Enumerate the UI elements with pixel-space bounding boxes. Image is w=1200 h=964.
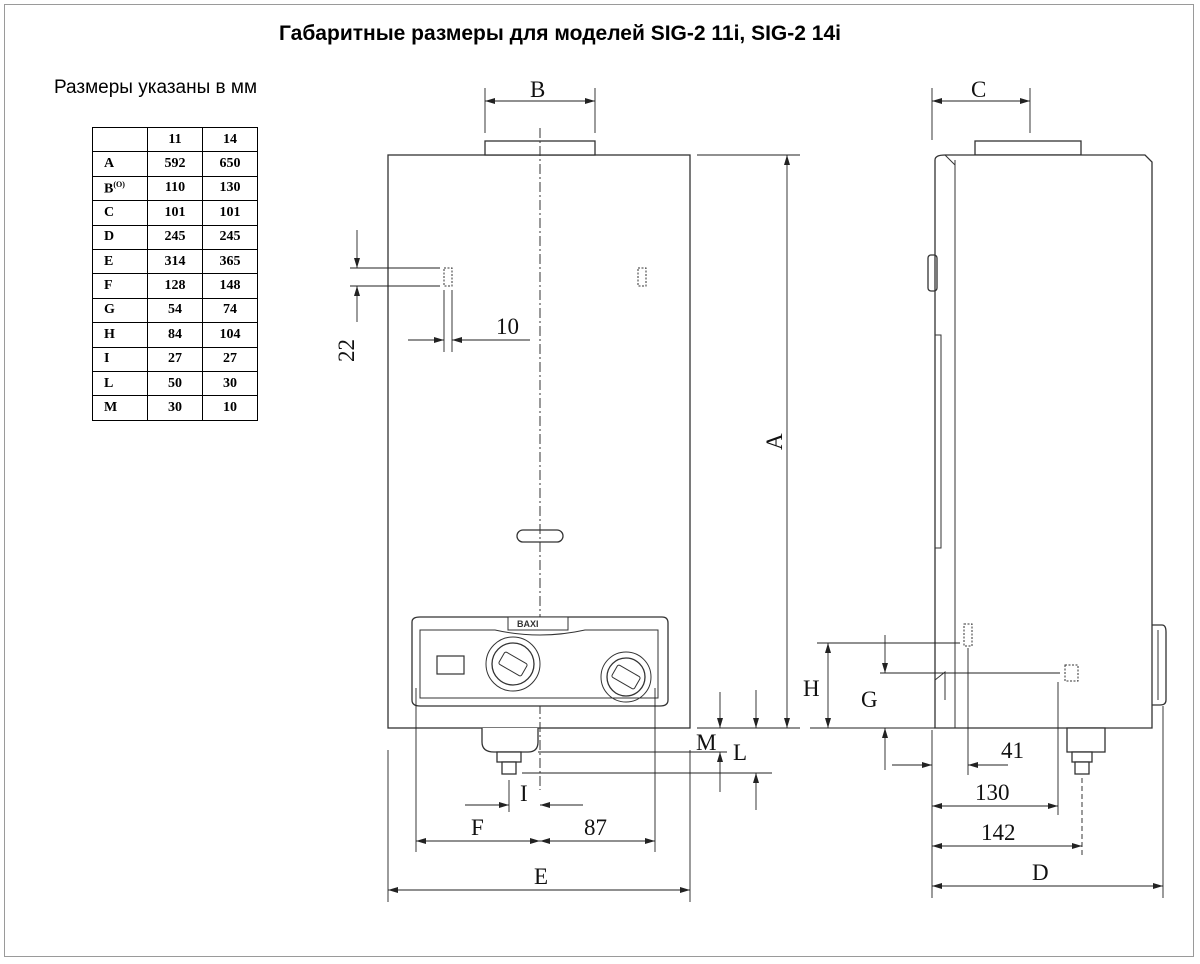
dim-label-e: E bbox=[534, 864, 548, 889]
side-body-outline bbox=[934, 154, 1153, 729]
brand-logo: BAXI bbox=[517, 619, 539, 629]
water-inlet-nut bbox=[496, 751, 522, 763]
left-knob-grip bbox=[498, 651, 528, 677]
front-view bbox=[387, 128, 691, 790]
row-key-superscript: (O) bbox=[113, 179, 125, 189]
value-cell: 104 bbox=[202, 322, 258, 348]
dim-label-a: A bbox=[762, 433, 787, 450]
side-flue-collar bbox=[974, 140, 1082, 156]
value-cell: 27 bbox=[202, 346, 258, 372]
value-cell: 314 bbox=[147, 248, 203, 275]
side-slot-upper bbox=[963, 623, 973, 647]
value-cell: 30 bbox=[202, 370, 258, 397]
value-cell: 84 bbox=[147, 322, 203, 348]
dim-label-h: H bbox=[803, 676, 820, 701]
side-knob-protrusion bbox=[1152, 624, 1167, 706]
dim-label-f: F bbox=[471, 815, 484, 840]
side-back-panel bbox=[935, 334, 942, 549]
dim-label-d: D bbox=[1032, 860, 1049, 885]
dim-label-l: L bbox=[733, 740, 747, 765]
units-note: Размеры указаны в мм bbox=[54, 77, 258, 98]
dim-label-41: 41 bbox=[1001, 738, 1024, 763]
side-fitting-body bbox=[1066, 727, 1106, 753]
dim-label-c: C bbox=[971, 77, 986, 102]
dim-label-10: 10 bbox=[496, 314, 519, 339]
side-fitting-pipe bbox=[1074, 761, 1090, 775]
value-cell: 54 bbox=[147, 297, 203, 324]
column-header: 11 bbox=[147, 126, 203, 153]
value-cell: 27 bbox=[147, 346, 203, 372]
dim-label-22: 22 bbox=[334, 339, 359, 362]
value-cell: 30 bbox=[147, 395, 203, 421]
control-panel-inner bbox=[419, 629, 659, 699]
dim-label-m: M bbox=[696, 730, 716, 755]
value-cell: 128 bbox=[147, 273, 203, 299]
value-cell: 110 bbox=[147, 175, 203, 202]
column-header: 14 bbox=[202, 126, 258, 153]
row-key: F bbox=[92, 273, 148, 299]
inspection-window bbox=[516, 529, 564, 543]
row-key: B(O) bbox=[92, 175, 148, 202]
row-key: L bbox=[92, 370, 148, 397]
table-header-row: 11 14 bbox=[92, 126, 258, 153]
display-window bbox=[436, 655, 465, 675]
side-bracket-top bbox=[927, 254, 938, 292]
row-key: E bbox=[92, 248, 148, 275]
value-cell: 101 bbox=[202, 200, 258, 226]
value-cell: 365 bbox=[202, 248, 258, 275]
drawing-frame bbox=[4, 4, 1194, 957]
left-knob bbox=[491, 642, 535, 686]
mounting-slot-left bbox=[443, 267, 453, 287]
dim-label-i: I bbox=[520, 781, 528, 806]
side-slot-lower bbox=[1064, 664, 1079, 682]
brand-plate bbox=[507, 616, 569, 631]
side-fitting-nut bbox=[1071, 751, 1093, 763]
front-view-dimensions bbox=[350, 88, 800, 902]
value-cell: 50 bbox=[147, 370, 203, 397]
value-cell: 10 bbox=[202, 395, 258, 421]
water-inlet-fitting bbox=[481, 728, 539, 753]
dim-label-g: G bbox=[861, 687, 878, 712]
value-cell: 148 bbox=[202, 273, 258, 299]
dim-label-130: 130 bbox=[975, 780, 1010, 805]
row-key: I bbox=[92, 346, 148, 372]
page-title: Габаритные размеры для моделей SIG-2 11i… bbox=[279, 22, 841, 45]
water-inlet-pipe bbox=[501, 761, 517, 775]
dim-label-142: 142 bbox=[981, 820, 1016, 845]
side-view-dimensions bbox=[810, 88, 1164, 898]
row-key: M bbox=[92, 395, 148, 421]
mounting-slot-right bbox=[637, 267, 647, 287]
dim-label-87: 87 bbox=[584, 815, 607, 840]
dim-label-b: B bbox=[530, 77, 545, 102]
right-knob-grip bbox=[611, 664, 641, 690]
right-knob bbox=[606, 657, 646, 697]
left-knob-ring bbox=[485, 636, 541, 692]
side-view bbox=[927, 140, 1167, 775]
row-key: G bbox=[92, 297, 148, 324]
right-knob-ring bbox=[600, 651, 652, 703]
value-cell: 74 bbox=[202, 297, 258, 324]
